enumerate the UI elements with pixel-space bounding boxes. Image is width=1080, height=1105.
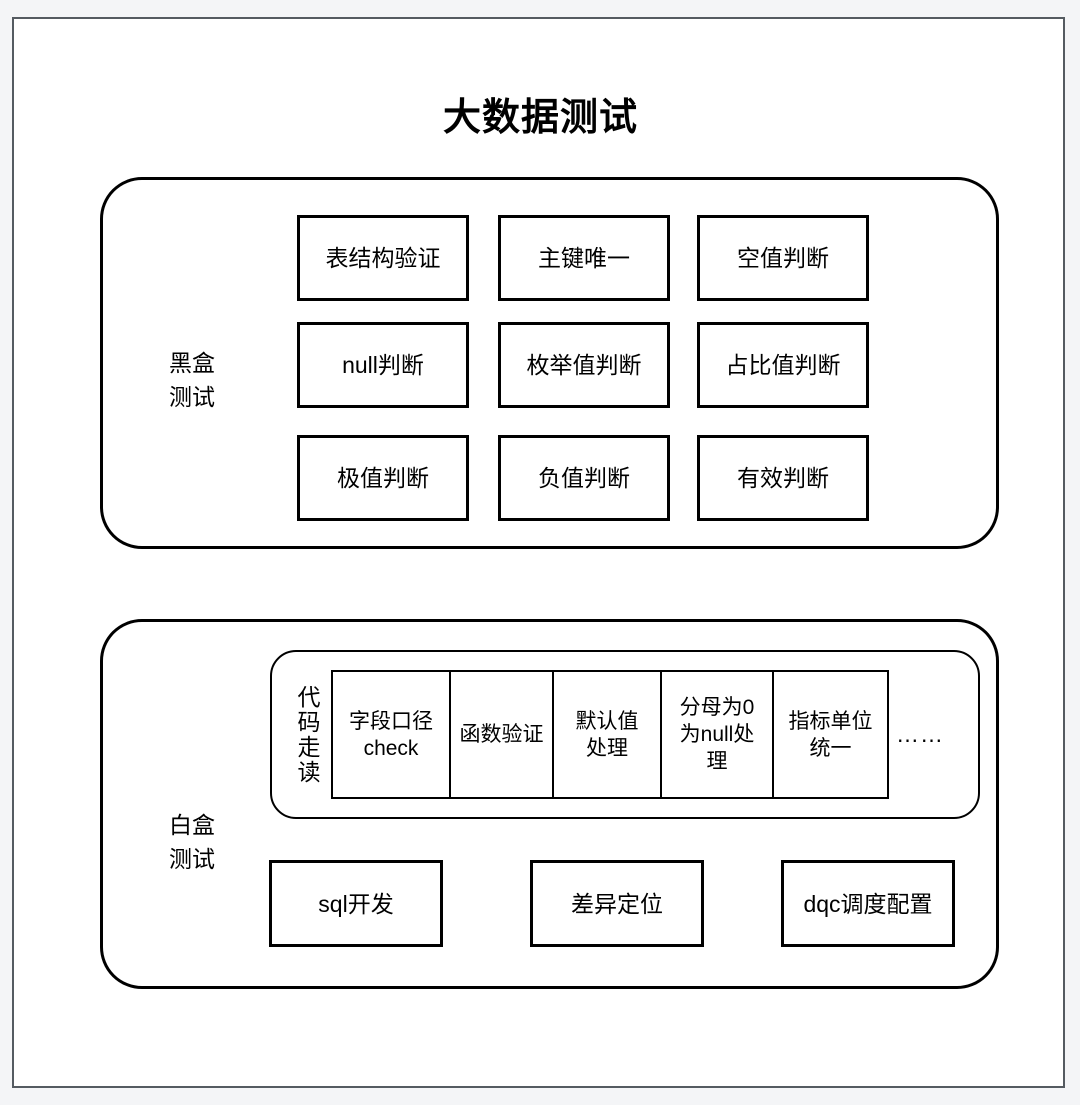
code-review-cell-default-value-handling[interactable]: 默认值 处理 bbox=[554, 672, 662, 797]
blackbox-item-primary-key-unique[interactable]: 主键唯一 bbox=[498, 215, 670, 301]
code-review-ellipsis: …… bbox=[896, 721, 944, 747]
blackbox-item-enum-value-check[interactable]: 枚举值判断 bbox=[498, 322, 670, 408]
code-review-strip: 代码走读 字段口径 check 函数验证 默认值 处理 分母为0 为null处 … bbox=[270, 650, 980, 819]
page-title: 大数据测试 bbox=[442, 97, 638, 139]
code-review-cell-metric-unit-unification[interactable]: 指标单位 统一 bbox=[788, 709, 873, 760]
code-review-label: 代码走读 bbox=[294, 684, 320, 785]
blackbox-item-ratio-value-check[interactable]: 占比值判断 bbox=[697, 322, 869, 408]
blackbox-testing-group bbox=[100, 177, 999, 549]
blackbox-item-null-check[interactable]: null判断 bbox=[297, 322, 469, 408]
blackbox-testing-label: 黑盒 测试 bbox=[169, 350, 215, 410]
whitebox-item-dqc-schedule-config[interactable]: dqc调度配置 bbox=[781, 860, 955, 947]
code-review-cell-zero-denominator-null-handling[interactable]: 分母为0 为null处 理 bbox=[662, 672, 774, 797]
code-review-cell-function-validation[interactable]: 函数验证 bbox=[451, 672, 554, 797]
code-review-table: 字段口径 check 函数验证 默认值 处理 分母为0 为null处 理 指标单… bbox=[331, 670, 889, 799]
blackbox-item-table-structure-validation[interactable]: 表结构验证 bbox=[297, 215, 469, 301]
whitebox-testing-group bbox=[100, 619, 999, 989]
code-review-cell-field-caliber-check[interactable]: 字段口径 check bbox=[333, 672, 451, 797]
blackbox-item-validity-check[interactable]: 有效判断 bbox=[697, 435, 869, 521]
blackbox-item-negative-value-check[interactable]: 负值判断 bbox=[498, 435, 670, 521]
whitebox-item-difference-location[interactable]: 差异定位 bbox=[530, 860, 704, 947]
blackbox-item-empty-value-check[interactable]: 空值判断 bbox=[697, 215, 869, 301]
blackbox-item-extreme-value-check[interactable]: 极值判断 bbox=[297, 435, 469, 521]
whitebox-item-sql-development[interactable]: sql开发 bbox=[269, 860, 443, 947]
whitebox-testing-label: 白盒 测试 bbox=[169, 812, 215, 872]
diagram-canvas: 大数据测试 黑盒 测试 表结构验证 主键唯一 空值判断 null判断 枚举值判断… bbox=[12, 17, 1065, 1088]
